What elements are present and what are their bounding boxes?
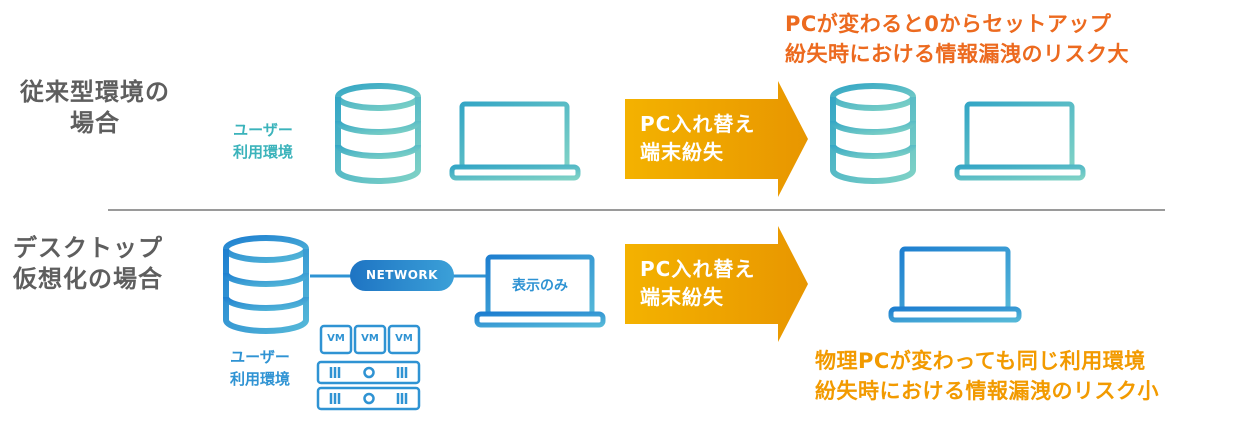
section-label-traditional: 従来型環境の 場合 [20, 78, 170, 137]
arrow-label: PC入れ替え 端末紛失 [640, 257, 756, 309]
display-only-label: 表示のみ [512, 278, 568, 294]
vm-label: VM [395, 333, 413, 344]
laptop-icon [449, 101, 581, 181]
database-icon [223, 235, 309, 334]
transition-arrow [625, 226, 808, 342]
laptop-icon [888, 246, 1022, 323]
network-pill [350, 260, 454, 291]
transition-arrow [625, 81, 808, 197]
user-environment-label: ユーザー 利用環境 [232, 121, 293, 161]
server-rack-icon [316, 360, 421, 411]
laptop-icon [954, 101, 1086, 181]
database-icon [830, 83, 916, 184]
user-environment-label: ユーザー 利用環境 [229, 348, 290, 388]
result-note-vdi: 物理PCが変わっても同じ利用環境 紛失時における情報漏洩のリスク小 [815, 349, 1159, 403]
laptop-icon [474, 254, 606, 328]
arrow-label: PC入れ替え 端末紛失 [640, 112, 756, 164]
vm-label: VM [361, 333, 379, 344]
vm-icon [319, 324, 421, 355]
section-label-vdi: デスクトップ 仮想化の場合 [13, 234, 163, 293]
vm-label: VM [327, 333, 345, 344]
network-label: NETWORK [366, 268, 438, 282]
result-note-traditional: PCが変わると0からセットアップ 紛失時における情報漏洩のリスク大 [785, 12, 1129, 66]
database-icon [335, 83, 421, 184]
